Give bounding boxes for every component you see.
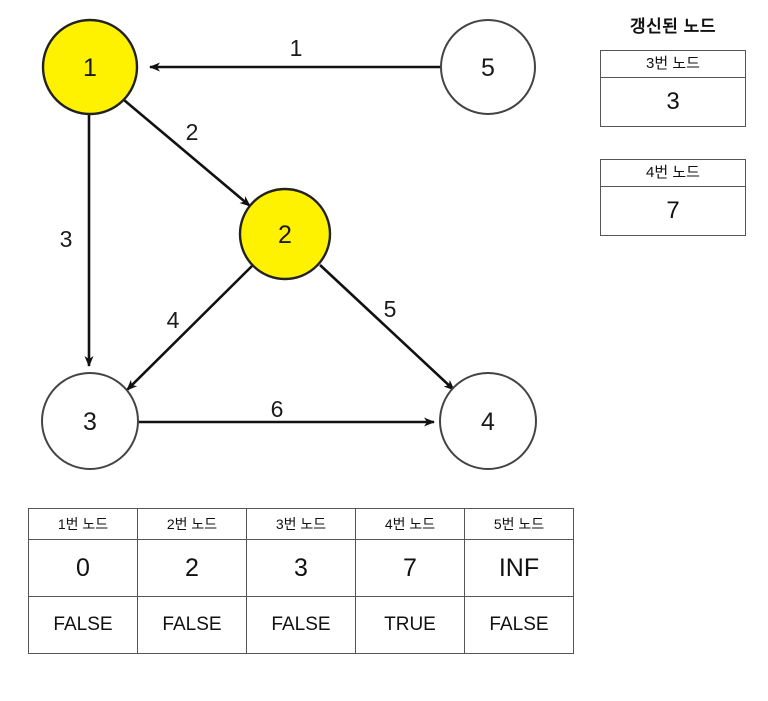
edge-weight-label: 1 xyxy=(290,35,303,61)
edge-5-to-1: 1 xyxy=(149,35,441,72)
updated-node-header: 3번 노드 xyxy=(600,50,746,78)
node-circle[interactable] xyxy=(41,372,139,470)
node-circle[interactable] xyxy=(440,19,536,115)
edge-3-to-4: 6 xyxy=(138,396,435,427)
graph-node-4[interactable]: 4 xyxy=(439,372,537,470)
visited-cell-node-5: FALSE xyxy=(464,596,574,654)
column-header-node-2: 2번 노드 xyxy=(137,508,247,540)
edge-line xyxy=(126,265,253,391)
node-circle[interactable] xyxy=(439,372,537,470)
node-label: 5 xyxy=(481,54,495,82)
graph-node-1[interactable]: 1 xyxy=(41,18,139,116)
graph-node-3[interactable]: 3 xyxy=(41,372,139,470)
node-label: 4 xyxy=(481,408,495,436)
distance-cell-node-3: 3 xyxy=(246,539,356,597)
graph-node-2[interactable]: 2 xyxy=(238,187,332,281)
column-header-node-1: 1번 노드 xyxy=(28,508,138,540)
table-row: 3 xyxy=(600,77,746,127)
table-row-distances: 0 2 3 7 INF xyxy=(28,539,574,597)
node-circle[interactable] xyxy=(41,18,139,116)
column-header-node-4: 4번 노드 xyxy=(355,508,465,540)
edge-2-to-3: 4 xyxy=(126,265,253,391)
visited-cell-node-4: TRUE xyxy=(355,596,465,654)
edge-weight-label: 3 xyxy=(60,226,73,252)
updated-nodes-panel: 갱신된 노드 3번 노드 3 4번 노드 7 xyxy=(592,16,754,236)
visited-cell-node-2: FALSE xyxy=(137,596,247,654)
distance-cell-node-1: 0 xyxy=(28,539,138,597)
column-header-node-5: 5번 노드 xyxy=(464,508,574,540)
updated-node-value: 3 xyxy=(600,77,746,127)
distance-cell-node-5: INF xyxy=(464,539,574,597)
graph-node-5[interactable]: 5 xyxy=(440,19,536,115)
edge-weight-label: 2 xyxy=(186,119,199,145)
table-row: 3번 노드 xyxy=(600,50,746,78)
distance-table-wrapper: 1번 노드 2번 노드 3번 노드 4번 노드 5번 노드 0 2 3 7 IN… xyxy=(28,508,574,654)
table-row-visited: FALSE FALSE FALSE TRUE FALSE xyxy=(28,596,574,654)
distance-table: 1번 노드 2번 노드 3번 노드 4번 노드 5번 노드 0 2 3 7 IN… xyxy=(28,508,574,654)
graph-diagram: 1 2 3 4 5 6 1 xyxy=(41,18,537,470)
edge-line xyxy=(123,99,251,207)
visited-cell-node-1: FALSE xyxy=(28,596,138,654)
updated-node-card-3: 3번 노드 3 xyxy=(600,50,746,127)
edge-weight-label: 4 xyxy=(167,307,180,333)
table-row-headers: 1번 노드 2번 노드 3번 노드 4번 노드 5번 노드 xyxy=(28,508,574,540)
edge-weight-label: 6 xyxy=(271,396,284,422)
graph-canvas: 1 2 3 4 5 6 1 xyxy=(41,18,537,470)
updated-node-card-4: 4번 노드 7 xyxy=(600,159,746,236)
edge-1-to-2: 2 xyxy=(123,99,251,207)
updated-node-header: 4번 노드 xyxy=(600,159,746,187)
node-label: 1 xyxy=(83,54,97,82)
table-row: 4번 노드 xyxy=(600,159,746,187)
distance-cell-node-4: 7 xyxy=(355,539,465,597)
updated-node-value: 7 xyxy=(600,186,746,236)
edge-line xyxy=(319,264,455,391)
column-header-node-3: 3번 노드 xyxy=(246,508,356,540)
edge-2-to-4: 5 xyxy=(319,264,455,391)
updated-nodes-title: 갱신된 노드 xyxy=(630,17,716,36)
panel-spacer xyxy=(592,127,754,159)
table-row: 7 xyxy=(600,186,746,236)
edge-weight-label: 5 xyxy=(384,296,397,322)
distance-cell-node-2: 2 xyxy=(137,539,247,597)
node-label: 3 xyxy=(83,408,97,436)
visited-cell-node-3: FALSE xyxy=(246,596,356,654)
node-label: 2 xyxy=(278,221,292,249)
node-circle[interactable] xyxy=(238,187,332,281)
edge-1-to-3: 3 xyxy=(60,114,94,367)
